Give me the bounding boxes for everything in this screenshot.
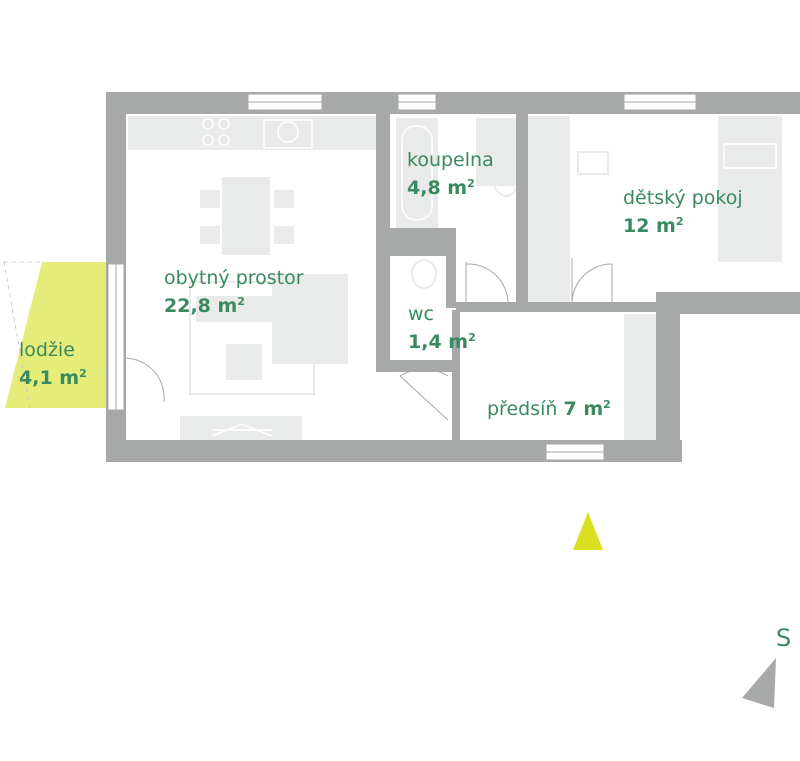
room-bathroom: koupelna 4,8 m2 <box>407 148 494 200</box>
room-hall: předsíň 7 m2 <box>487 393 611 421</box>
room-area: 22,8 m2 <box>164 295 245 317</box>
loggia-area <box>5 262 106 408</box>
doors <box>123 258 613 421</box>
room-living: obytný prostor 22,8 m2 <box>164 266 304 318</box>
compass-label: S <box>776 624 792 652</box>
room-area: 1,4 m2 <box>408 331 476 353</box>
room-area: 7 m2 <box>563 398 611 420</box>
room-name: dětský pokoj <box>623 187 743 209</box>
room-loggia: lodžie 4,1 m2 <box>19 338 87 390</box>
room-name: lodžie <box>19 339 75 361</box>
room-name: wc <box>408 303 434 325</box>
room-wc: wc 1,4 m2 <box>408 302 476 354</box>
fixture-details <box>202 118 777 437</box>
entrance-arrow-icon <box>573 512 603 550</box>
room-name: předsíň <box>487 398 558 420</box>
loggia-edge <box>3 261 31 409</box>
room-name: obytný prostor <box>164 267 304 289</box>
room-childroom: dětský pokoj 12 m2 <box>623 186 743 238</box>
room-area: 4,8 m2 <box>407 177 475 199</box>
furniture <box>128 116 782 446</box>
room-area: 4,1 m2 <box>19 367 87 389</box>
room-name: koupelna <box>407 149 494 171</box>
room-area: 12 m2 <box>623 215 684 237</box>
north-arrow-icon <box>742 658 776 708</box>
